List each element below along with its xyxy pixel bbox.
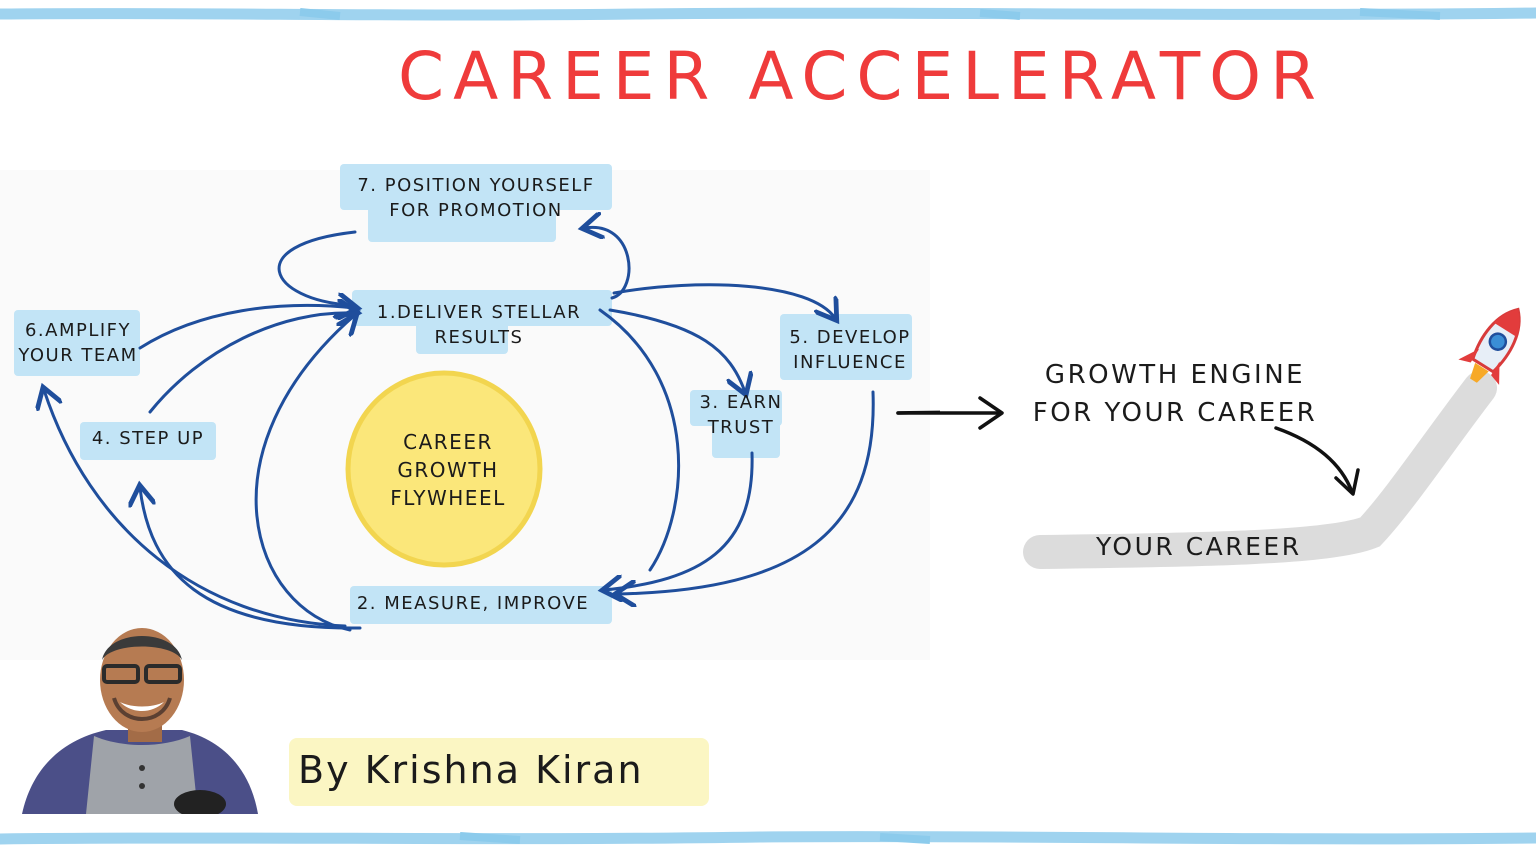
step-position-label: 7. POSITION YOURSELF FOR PROMOTION — [357, 175, 595, 221]
step-develop-label: 5. DEVELOP INFLUENCE — [789, 327, 911, 373]
page-title: CAREER ACCELERATOR — [398, 38, 1325, 115]
career-track-label: YOUR CAREER — [1096, 532, 1302, 561]
step-earn-label: 3. EARN TRUST — [699, 392, 783, 438]
step-step-up-label: 4. STEP UP — [91, 428, 205, 449]
portrait-photo — [22, 628, 258, 814]
step-amplify-label: 6.AMPLIFY YOUR TEAM — [18, 320, 138, 366]
step-deliver-label: 1.DELIVER STELLAR RESULTS — [376, 302, 582, 348]
step-measure-label: 2. MEASURE, IMPROVE — [356, 593, 590, 614]
author-byline: By Krishna Kiran — [298, 748, 644, 792]
flywheel-diagram — [0, 164, 940, 660]
growth-engine-text: GROWTH ENGINE FOR YOUR CAREER — [1032, 360, 1318, 428]
byline-highlight — [289, 738, 709, 806]
rocket-icon — [1458, 307, 1521, 385]
flywheel-center-label: CAREER GROWTH FLYWHEEL — [390, 430, 506, 510]
top-stripe — [0, 7, 1536, 21]
bottom-stripe — [0, 831, 1536, 845]
